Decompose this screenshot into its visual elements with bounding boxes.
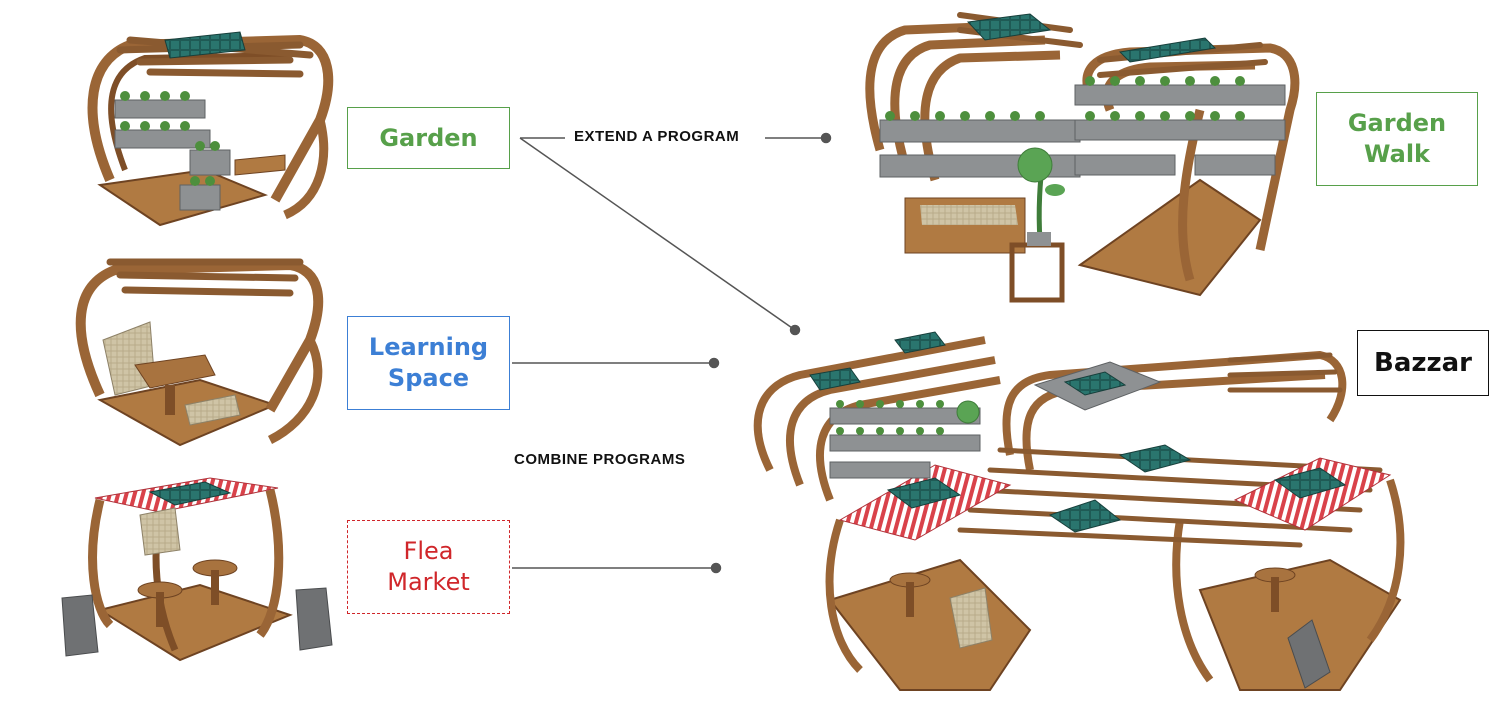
bazzar-image bbox=[753, 331, 1405, 691]
combine-connector-dot-learning bbox=[708, 357, 720, 369]
flea-market-label-line-1: Flea bbox=[403, 537, 454, 565]
garden-walk-image bbox=[865, 12, 1300, 303]
extend-connector-dot bbox=[820, 132, 832, 144]
connectors bbox=[512, 132, 832, 574]
garden-label: Garden bbox=[347, 107, 510, 169]
learning-space-label-line-2: Space bbox=[387, 364, 470, 392]
combine-connector-garden bbox=[519, 137, 796, 331]
bazzar-label: Bazzar bbox=[1357, 330, 1489, 396]
flea-market-module-image bbox=[61, 477, 333, 662]
learning-space-label-line-1: Learning bbox=[368, 333, 489, 361]
garden-module-image bbox=[87, 31, 334, 227]
flea-market-label-line-2: Market bbox=[387, 568, 470, 596]
garden-walk-label: Garden Walk bbox=[1316, 92, 1478, 186]
combine-connector-dot-garden bbox=[789, 324, 801, 336]
extend-program-label: EXTEND A PROGRAM bbox=[570, 128, 744, 145]
bazzar-label-line-1: Bazzar bbox=[1374, 347, 1472, 378]
learning-space-label: Learning Space bbox=[347, 316, 510, 410]
learning-space-module-image bbox=[75, 258, 324, 447]
combine-programs-label: COMBINE PROGRAMS bbox=[510, 451, 690, 468]
garden-label-line-1: Garden bbox=[379, 123, 478, 152]
garden-walk-label-line-2: Walk bbox=[1364, 140, 1430, 168]
garden-walk-label-line-1: Garden bbox=[1347, 109, 1447, 137]
flea-market-label: Flea Market bbox=[347, 520, 510, 614]
combine-connector-dot-flea bbox=[710, 562, 722, 574]
